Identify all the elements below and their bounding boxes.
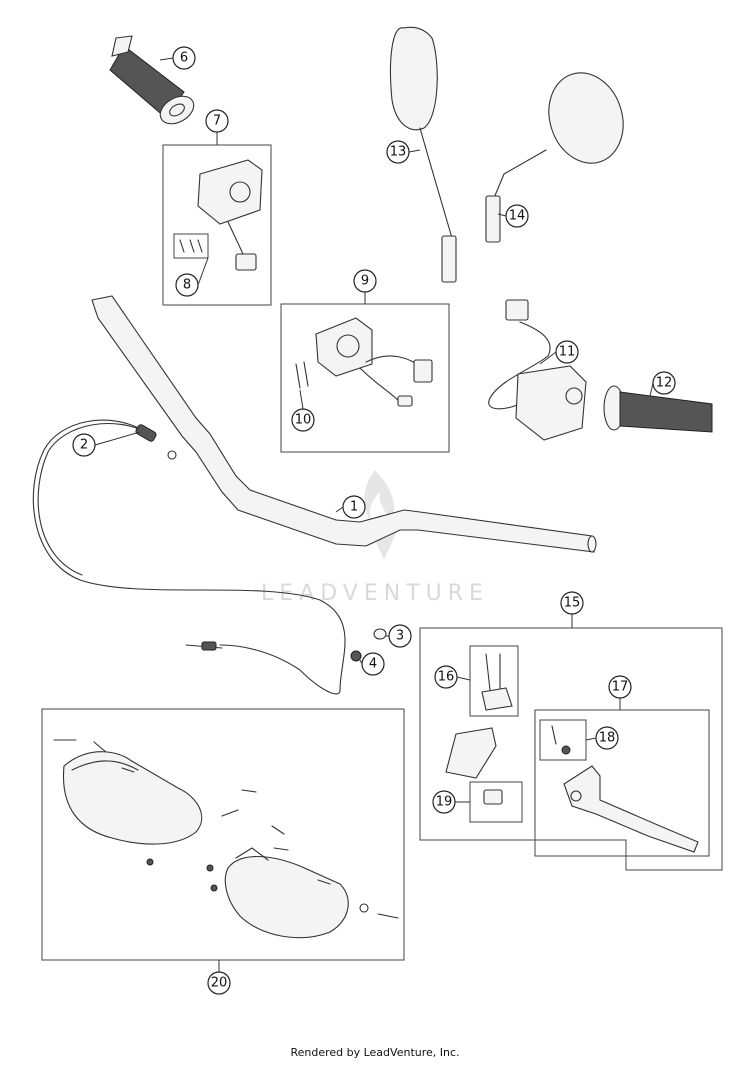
svg-text:8: 8 <box>183 278 191 293</box>
callout-20: 20 <box>207 971 231 995</box>
watermark-text: LEADVENTURE <box>261 581 489 606</box>
callout-18: 18 <box>595 726 619 750</box>
svg-text:13: 13 <box>390 145 407 160</box>
svg-text:18: 18 <box>599 731 616 746</box>
right-switch-11[interactable] <box>488 299 587 441</box>
callout-3: 3 <box>388 624 412 648</box>
svg-text:19: 19 <box>436 795 453 810</box>
mounting-hardware <box>53 739 399 919</box>
svg-text:4: 4 <box>369 657 377 672</box>
right-handlebar-switch[interactable] <box>315 317 433 407</box>
callout-16: 16 <box>434 665 458 689</box>
small-fitting-3[interactable] <box>373 628 387 640</box>
handlebar[interactable] <box>91 295 597 553</box>
callout-19: 19 <box>432 790 456 814</box>
callout-14: 14 <box>505 204 529 228</box>
callout-15: 15 <box>560 591 584 615</box>
clutch-assembly-box <box>419 627 723 871</box>
svg-text:17: 17 <box>612 680 629 695</box>
callout-8: 8 <box>175 273 199 297</box>
leader-lines <box>94 57 654 803</box>
clutch-bracket[interactable] <box>445 727 497 779</box>
clamp-19[interactable] <box>469 781 523 823</box>
callout-13: 13 <box>386 140 410 164</box>
svg-text:2: 2 <box>80 438 88 453</box>
svg-text:12: 12 <box>656 376 673 391</box>
callout-12: 12 <box>652 371 676 395</box>
callout-10: 10 <box>291 408 315 432</box>
svg-text:14: 14 <box>509 209 526 224</box>
callout-9: 9 <box>353 269 377 293</box>
svg-text:3: 3 <box>396 629 404 644</box>
footer-credit: Rendered by LeadVenture, Inc. <box>290 1046 460 1059</box>
callout-6: 6 <box>172 46 196 70</box>
left-hand-guard[interactable] <box>62 751 203 845</box>
right-grip[interactable] <box>603 385 713 433</box>
callout-7: 7 <box>205 109 229 133</box>
lever-subgroup-box <box>534 709 710 857</box>
clutch-lever[interactable] <box>563 765 699 853</box>
right-hand-guard[interactable] <box>224 847 349 939</box>
svg-text:7: 7 <box>213 114 221 129</box>
callout-1: 1 <box>342 495 366 519</box>
svg-text:1: 1 <box>350 500 358 515</box>
callout-11: 11 <box>555 340 579 364</box>
svg-text:11: 11 <box>559 345 576 360</box>
adjuster-18[interactable] <box>539 719 587 761</box>
svg-text:20: 20 <box>211 976 228 991</box>
svg-text:16: 16 <box>438 670 455 685</box>
svg-text:6: 6 <box>180 51 188 66</box>
svg-text:15: 15 <box>564 596 581 611</box>
left-grip[interactable] <box>109 35 199 129</box>
fitting-kit-16[interactable] <box>469 645 519 717</box>
svg-text:9: 9 <box>361 274 369 289</box>
left-handlebar-switch[interactable] <box>197 159 263 271</box>
callout-17: 17 <box>608 675 632 699</box>
callout-4: 4 <box>361 652 385 676</box>
svg-text:10: 10 <box>295 413 312 428</box>
left-mirror[interactable] <box>390 26 457 283</box>
right-mirror[interactable] <box>485 63 634 243</box>
screw-kit-10[interactable] <box>295 361 309 389</box>
nut-4[interactable] <box>350 650 362 662</box>
screw-kit-8[interactable] <box>173 233 209 259</box>
hand-guard-kit-box <box>41 708 405 961</box>
callout-2: 2 <box>72 433 96 457</box>
throttle-cable[interactable] <box>32 419 346 695</box>
